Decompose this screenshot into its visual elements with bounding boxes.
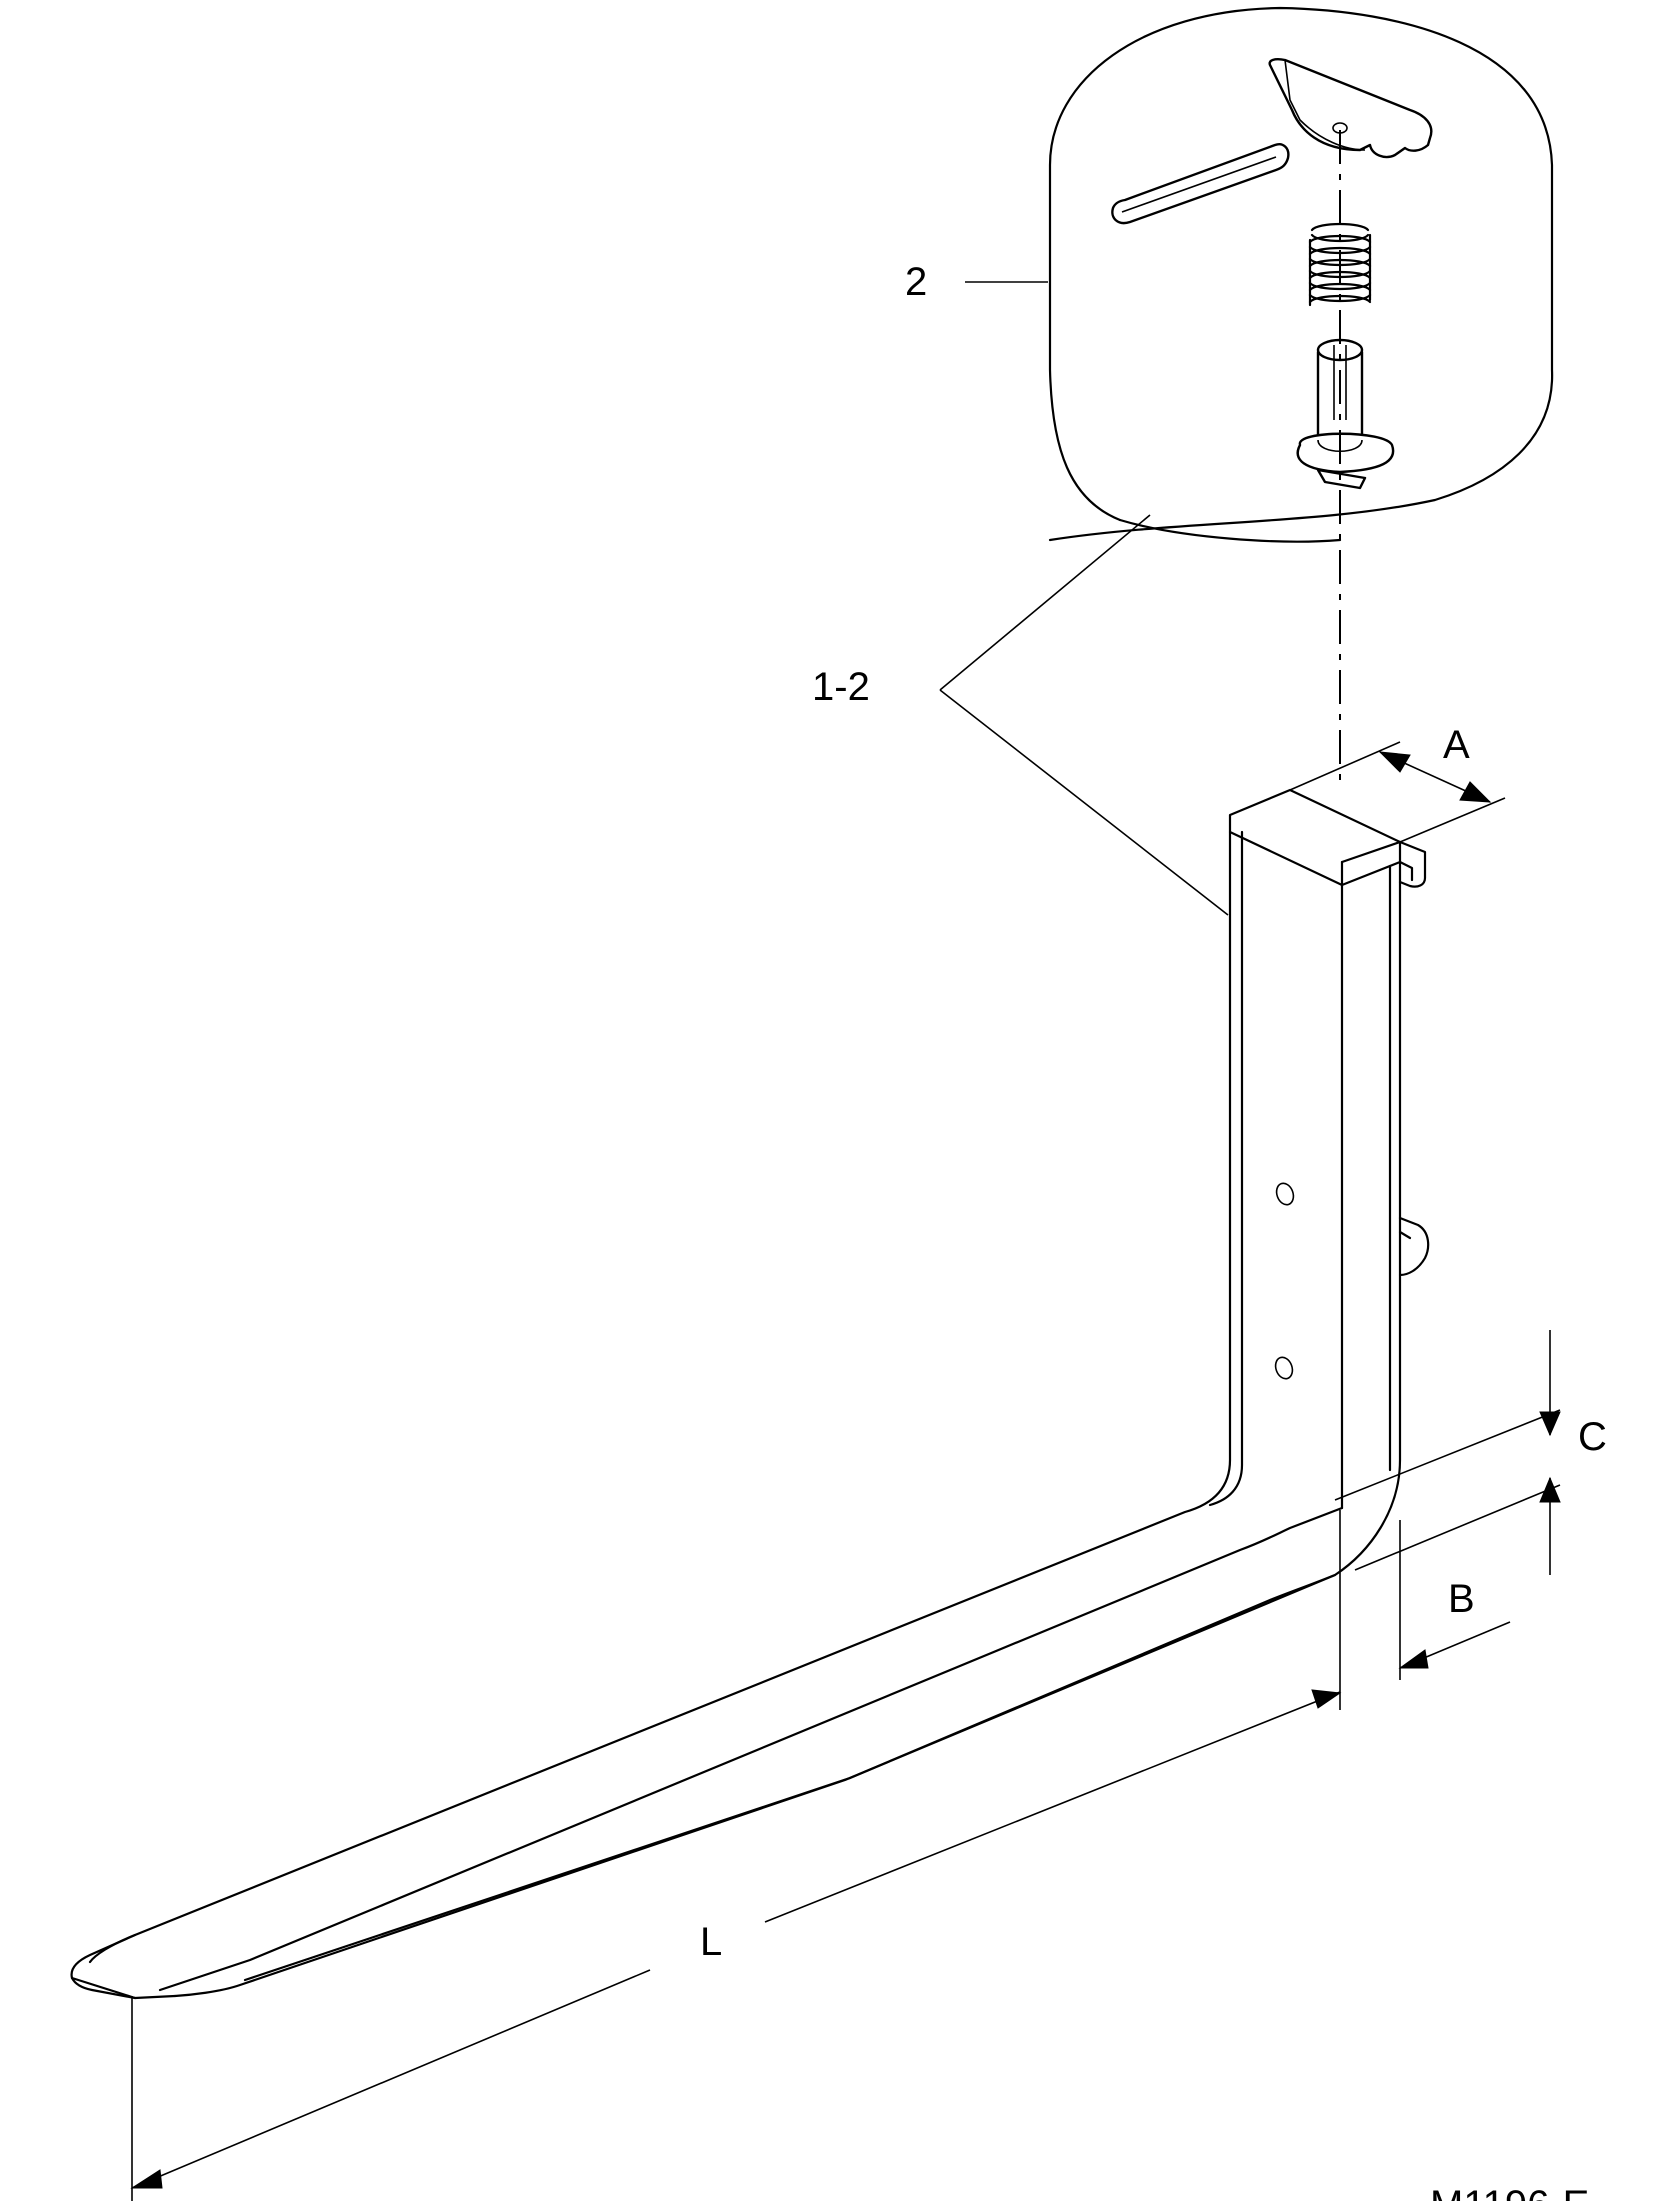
fork-body [70, 788, 1430, 2000]
dimension-label-b: B [1448, 1577, 1475, 1621]
dimension-l [130, 1691, 1341, 2201]
leader-lines [939, 281, 1229, 916]
rod-part [1111, 143, 1290, 225]
fork-hole-lower [1274, 1356, 1294, 1380]
dimension-c [1334, 1330, 1561, 1575]
latch-part [1268, 58, 1433, 159]
dimension-label-l: L [700, 1920, 722, 1964]
dimension-b [1311, 1510, 1511, 1710]
callout-fork-assembly: 1-2 [812, 665, 870, 709]
fork-hole-upper [1275, 1182, 1295, 1206]
dimension-a [1289, 741, 1506, 843]
detail-bubble [1048, 6, 1554, 543]
pin-part [1296, 338, 1395, 490]
callout-detail-assembly: 2 [905, 260, 927, 304]
dimension-label-c: C [1578, 1415, 1607, 1459]
dimension-label-a: A [1443, 723, 1470, 767]
figure-code: M1196-E [1430, 2183, 1589, 2201]
